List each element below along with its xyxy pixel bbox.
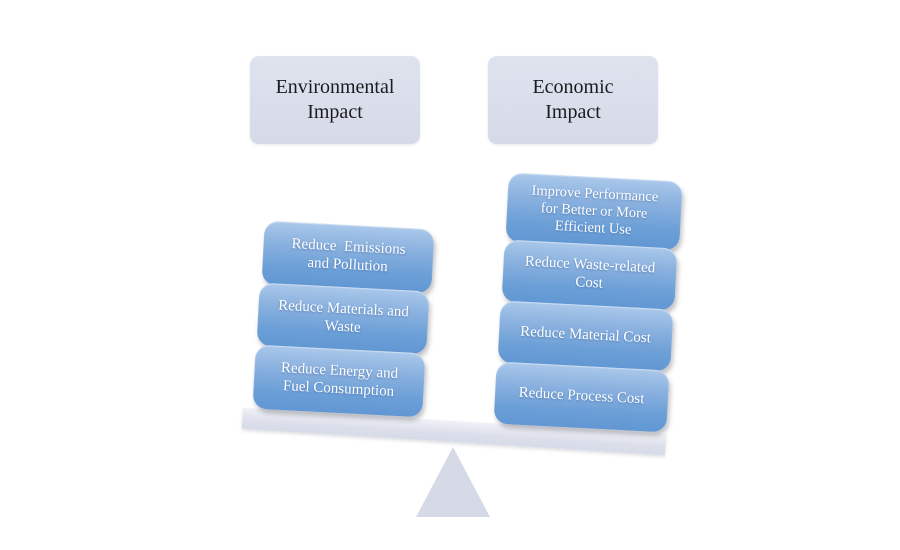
item-reduce-emissions-pollution: Reduce Emissions and Pollution (261, 220, 435, 294)
header-environmental-impact: Environmental Impact (250, 56, 420, 144)
header-economic-impact: Economic Impact (488, 56, 658, 144)
item-label: Reduce Materials and Waste (277, 297, 410, 336)
item-reduce-process-cost: Reduce Process Cost (493, 361, 670, 433)
item-label: Reduce Process Cost (518, 384, 645, 408)
header-environmental-label: Environmental Impact (275, 76, 395, 123)
item-label: Reduce Material Cost (519, 323, 652, 347)
item-label: Reduce Emissions and Pollution (291, 236, 406, 276)
item-reduce-materials-waste: Reduce Materials and Waste (256, 282, 430, 355)
item-label: Reduce Waste-related Cost (524, 253, 656, 292)
item-reduce-waste-cost: Reduce Waste-related Cost (501, 239, 678, 311)
fulcrum-triangle (416, 447, 490, 517)
item-reduce-energy-fuel: Reduce Energy and Fuel Consumption (252, 344, 426, 418)
item-improve-performance: Improve Performance for Better or More E… (505, 172, 683, 251)
header-economic-label: Economic Impact (532, 76, 614, 123)
item-label: Improve Performance for Better or More E… (531, 182, 659, 239)
item-label: Reduce Energy and Fuel Consumption (280, 360, 399, 400)
item-reduce-material-cost: Reduce Material Cost (497, 300, 674, 372)
